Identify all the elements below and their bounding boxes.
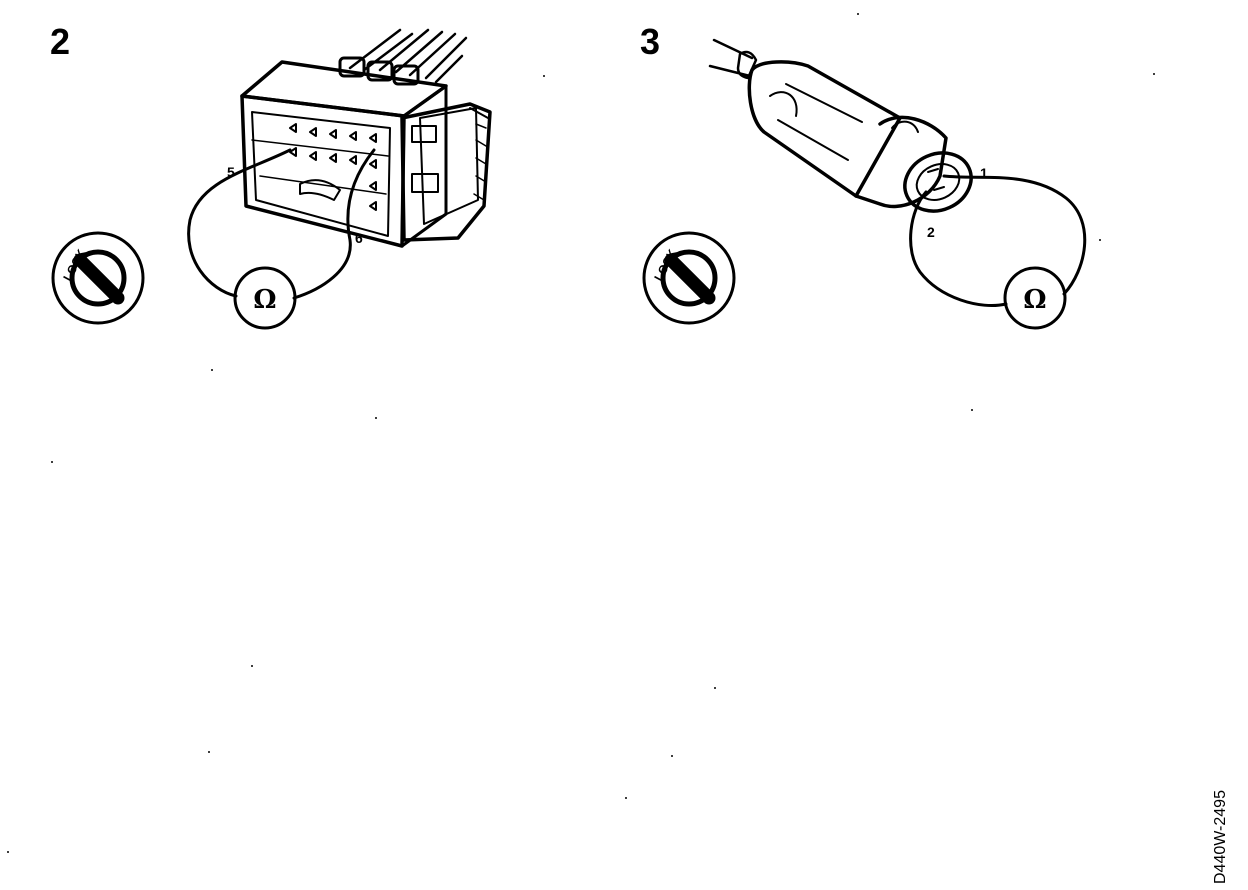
ohmmeter-leads: [909, 174, 1087, 308]
wire-bundle: [338, 28, 468, 86]
two-pin-connector: [747, 60, 973, 213]
ignition-lock-icon: [51, 231, 145, 325]
figure-number-3: 3: [640, 21, 661, 62]
pin-label-5: 5: [227, 164, 235, 180]
document-id: D440W-2495: [1212, 790, 1229, 884]
sensor-cable: [708, 38, 758, 80]
pin-label-1: 1: [980, 165, 988, 181]
ohmmeter-symbol: Ω: [253, 285, 276, 315]
ohmmeter-symbol: Ω: [1023, 285, 1046, 315]
scan-speckles: [7, 13, 1155, 853]
ohmmeter: [233, 266, 297, 330]
ohmmeter-leads: [187, 148, 376, 300]
pin-label-2: 2: [927, 224, 935, 240]
figure-number-2: 2: [50, 21, 71, 62]
pin-label-6: 6: [355, 230, 363, 246]
ignition-lock-icon: [642, 231, 736, 325]
ohmmeter: [1003, 266, 1067, 330]
